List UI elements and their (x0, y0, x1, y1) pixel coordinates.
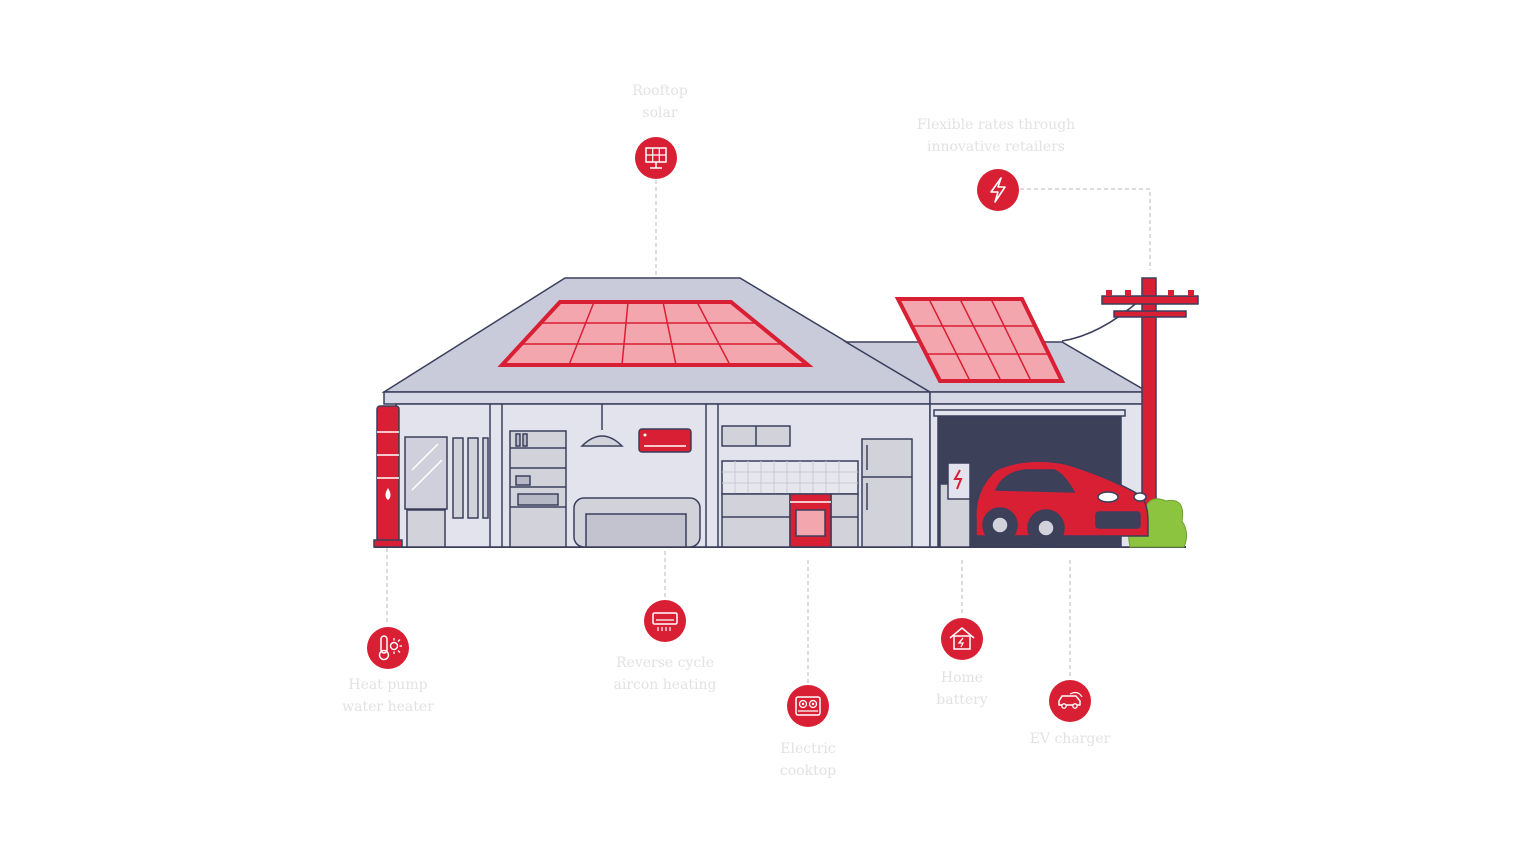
living-room (509, 404, 701, 548)
reverse-cycle-label: Reverse cycle aircon heating (613, 655, 717, 693)
electric-car (975, 460, 1149, 547)
leader-flexible-rates (1020, 188, 1151, 270)
flexible-rates-label: Flexible rates through innovative retail… (916, 117, 1076, 155)
rooftop-solar-label: Rooftop solar (632, 83, 688, 121)
cooktop-icon[interactable] (786, 684, 830, 728)
thermometer-sun-icon[interactable] (366, 626, 410, 670)
air-conditioner-icon[interactable] (643, 599, 687, 643)
main-roof-eave (383, 391, 931, 405)
main-roof-solar-panel (497, 300, 814, 367)
power-pole (1061, 277, 1199, 519)
air-conditioner-unit (638, 428, 692, 453)
cooktop-label: Electric cooktop (779, 741, 837, 779)
kitchen (721, 425, 913, 548)
home-battery-unit (939, 462, 971, 548)
lightning-bolt-icon[interactable] (976, 168, 1020, 212)
solar-panel-icon[interactable] (634, 136, 678, 180)
ev-charger-label: EV charger (1029, 731, 1111, 747)
home-battery-icon[interactable] (940, 617, 984, 661)
garage-solar-panel (894, 297, 1066, 383)
heat-pump-water-heater (373, 405, 403, 548)
garage-roof-eave (929, 391, 1149, 405)
electric-cooktop-oven (789, 493, 832, 548)
laundry-room (404, 436, 489, 548)
heat-pump-label: Heat pump water heater (342, 677, 434, 715)
home-battery-label: Home battery (936, 670, 988, 708)
ev-car-icon[interactable] (1048, 679, 1092, 723)
